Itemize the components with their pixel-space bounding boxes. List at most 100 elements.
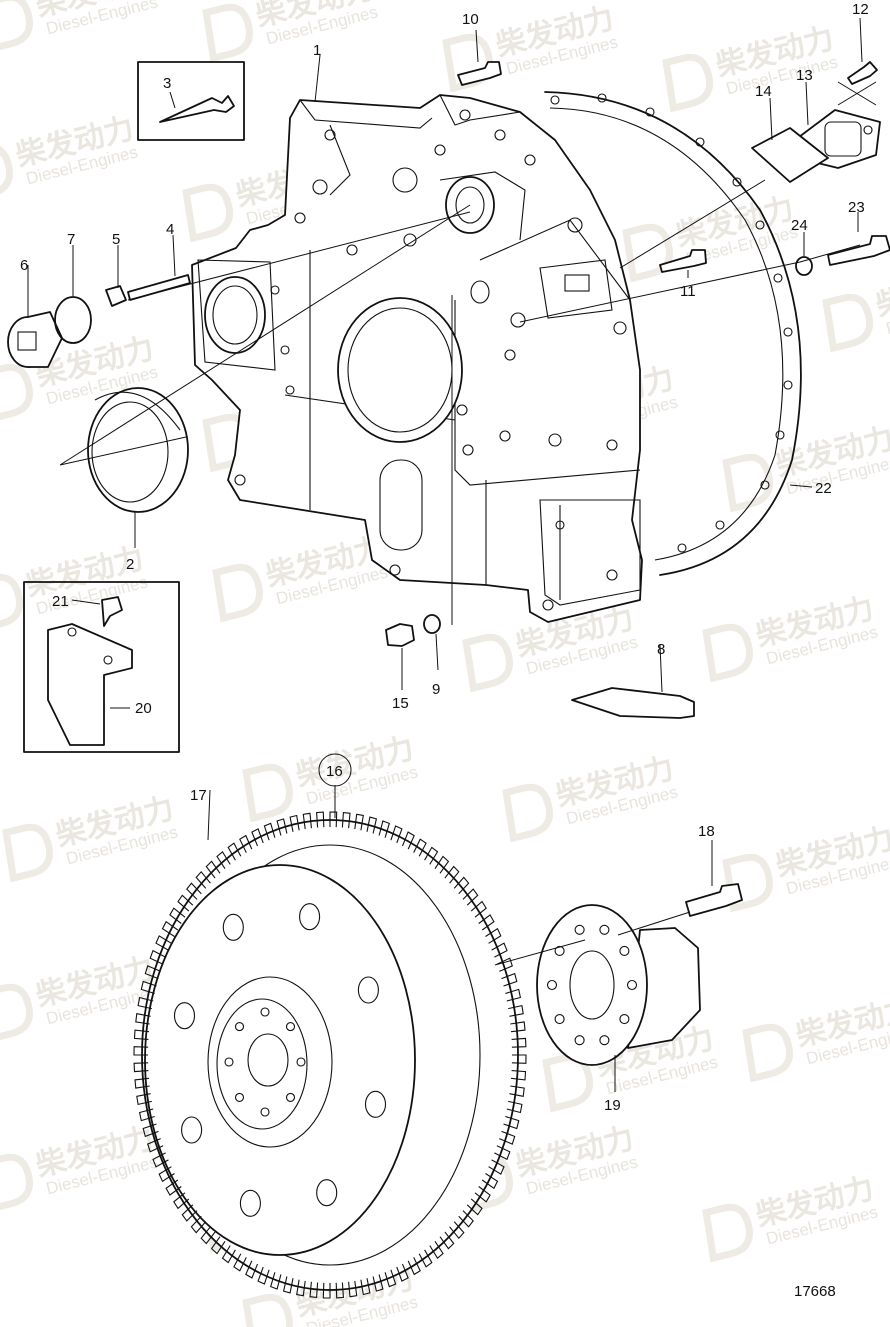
callout-10: 10 [462, 11, 479, 28]
sealant-tube-8 [571, 687, 695, 719]
gear-tooth [466, 1198, 483, 1216]
gear-tooth [439, 1231, 455, 1250]
hub-bolt-hole [574, 924, 585, 935]
flywheel [133, 811, 527, 1299]
flywheel-bolt-holes [173, 903, 387, 1217]
screw-12 [847, 61, 878, 85]
gear-tooth [384, 1269, 397, 1288]
callout-23: 23 [848, 199, 865, 216]
gear-tooth [135, 1013, 151, 1025]
gear-tooth [133, 1062, 149, 1073]
callout-15: 15 [392, 695, 409, 712]
callout-2: 2 [126, 556, 134, 573]
gear-tooth [322, 1282, 331, 1299]
gear-tooth [494, 1145, 511, 1161]
center-bolt-hole [234, 1022, 245, 1032]
callout-labels: 1 2 3 4 5 6 7 8 9 10 11 12 13 14 15 16 1… [20, 1, 869, 1300]
callout-19: 19 [604, 1097, 621, 1114]
callout-22: 22 [815, 480, 832, 497]
flywheel-hole [239, 1189, 261, 1217]
gear-tooth [508, 1004, 524, 1017]
callout-11: 11 [680, 283, 696, 300]
gear-tooth [378, 820, 390, 838]
gear-tooth [503, 1115, 520, 1130]
callout-1: 1 [313, 42, 321, 59]
callout-13: 13 [796, 67, 813, 84]
bolt-18 [685, 883, 743, 917]
callout-9: 9 [432, 681, 440, 698]
gear-tooth [509, 1085, 525, 1097]
gear-tooth [474, 1186, 491, 1203]
center-bolt-hole [260, 1007, 270, 1017]
callout-16-circle [318, 753, 352, 787]
gear-tooth [458, 1210, 474, 1228]
gear-tooth [205, 860, 221, 879]
hub-bolt-hole [619, 945, 630, 956]
flywheel-hole [357, 976, 379, 1004]
callout-18: 18 [698, 823, 715, 840]
callout-24: 24 [791, 217, 808, 234]
gear-tooth [505, 988, 522, 1002]
flywheel-hole [364, 1090, 387, 1118]
gear-tooth [173, 1192, 190, 1210]
bolt-11 [659, 249, 707, 273]
washer-9 [423, 614, 441, 634]
gear-tooth [354, 813, 364, 831]
gear-tooth [245, 1260, 259, 1279]
gear-tooth [227, 842, 242, 861]
gear-tooth [511, 1054, 527, 1064]
bolt-10 [457, 61, 502, 86]
gear-tooth [147, 1138, 164, 1153]
flywheel-housing [191, 94, 643, 623]
hub-bolt-hole [619, 1014, 630, 1025]
gear-tooth [169, 907, 186, 924]
gear-tooth [257, 1266, 270, 1285]
gear-tooth [144, 965, 161, 980]
gear-tooth [309, 1281, 319, 1299]
gear-tooth [511, 1037, 527, 1048]
gear-tooth [200, 1226, 216, 1245]
callout-3: 3 [163, 75, 171, 92]
gear-tooth [177, 894, 194, 912]
gear-tooth [138, 1108, 155, 1122]
gear-tooth [470, 900, 487, 918]
gear-tooth [142, 1123, 159, 1138]
callout-16: 16 [326, 763, 343, 780]
gear-tooth [372, 1274, 384, 1292]
nut-5 [105, 285, 127, 307]
gear-tooth [434, 855, 450, 874]
flywheel-hole [181, 1116, 203, 1144]
flywheel-hole [222, 913, 244, 941]
gear-tooth [491, 942, 508, 958]
gear-tooth [137, 996, 154, 1010]
gear-tooth [140, 980, 157, 995]
gear-tooth [510, 1021, 526, 1033]
seal-ring-7 [54, 296, 92, 344]
crankshaft-seal-2 [87, 387, 189, 513]
gear-tooth [444, 865, 460, 884]
gear-tooth [216, 850, 231, 870]
gear-tooth [221, 1245, 236, 1264]
gear-tooth [239, 834, 253, 853]
center-bolt-hole [260, 1107, 270, 1117]
gear-tooth [158, 1166, 175, 1183]
gear-tooth [485, 927, 502, 944]
flywheel-hole [299, 903, 321, 931]
hub-bolt-hole [554, 945, 565, 956]
gear-tooth [181, 1204, 198, 1222]
gear-tooth [366, 816, 378, 834]
gear-tooth [407, 1257, 421, 1276]
housing-gasket [544, 91, 802, 576]
callout-4: 4 [166, 221, 174, 238]
gear-tooth [270, 1272, 282, 1290]
gear-tooth [263, 822, 276, 841]
callout-21: 21 [52, 593, 69, 610]
